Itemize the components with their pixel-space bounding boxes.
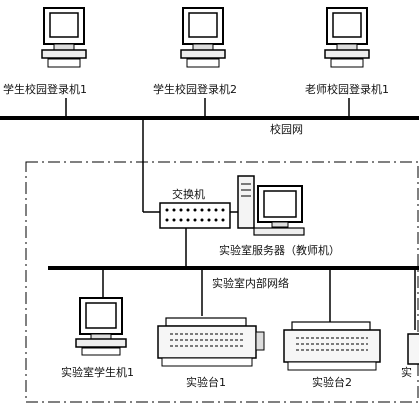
campus-network-label: 校园网 bbox=[270, 122, 303, 136]
computer-icon-pc2 bbox=[180, 7, 226, 68]
computer-icon-pc1 bbox=[41, 7, 87, 68]
switch-icon bbox=[159, 202, 231, 229]
pc2-label: 学生校园登录机2 bbox=[153, 82, 237, 96]
server-icon bbox=[237, 175, 305, 236]
lab-boundary bbox=[25, 161, 419, 403]
lab-network-label: 实验室内部网络 bbox=[212, 276, 289, 290]
bench2-label: 实验台2 bbox=[312, 375, 352, 389]
bench-icon-1 bbox=[157, 317, 265, 367]
bench1-label: 实验台1 bbox=[186, 375, 226, 389]
bench-icon-2 bbox=[283, 321, 381, 371]
switch-label: 交换机 bbox=[172, 187, 205, 201]
lab-pc-label: 实验室学生机1 bbox=[61, 365, 134, 379]
server-label: 实验室服务器（教师机） bbox=[219, 243, 340, 257]
computer-icon-lab-pc bbox=[75, 297, 127, 356]
bench-icon-3-partial bbox=[407, 333, 419, 365]
bench3-label-partial: 实 bbox=[401, 365, 412, 379]
computer-icon-pc3 bbox=[324, 7, 370, 68]
pc1-label: 学生校园登录机1 bbox=[3, 82, 87, 96]
pc3-label: 老师校园登录机1 bbox=[305, 82, 389, 96]
